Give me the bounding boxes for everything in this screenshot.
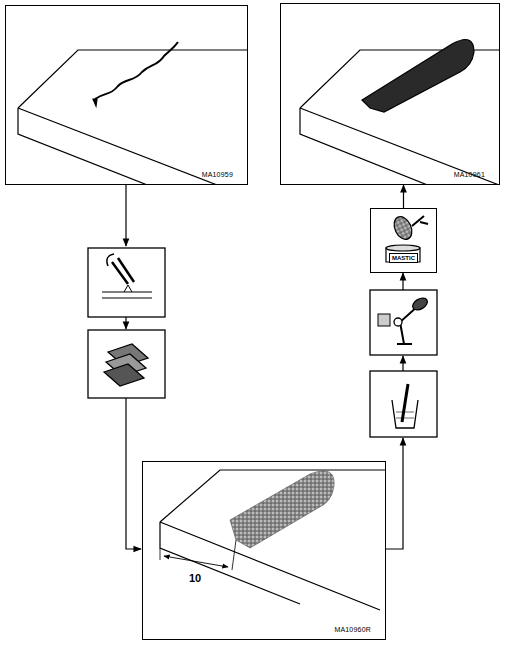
figure-frame: MA10960R xyxy=(142,461,386,640)
step-icon: MASTIC xyxy=(370,208,437,273)
dimension-value: 10 xyxy=(188,572,202,584)
figure-frame: MA10961 xyxy=(280,3,500,185)
figure-frame: MA10959 xyxy=(5,5,248,185)
figure-code: MA10960R xyxy=(334,626,371,633)
slab xyxy=(18,42,248,185)
mastic-icon xyxy=(386,214,428,262)
dimension-label: 10 xyxy=(188,568,202,586)
figure-code: MA10959 xyxy=(202,171,233,178)
figure-code: MA10961 xyxy=(454,171,485,178)
slab xyxy=(160,470,386,610)
step-icon xyxy=(88,248,437,437)
flow-arrow xyxy=(403,185,404,208)
product-label: MASTIC xyxy=(389,253,418,263)
slab xyxy=(300,40,500,186)
flow-arrow xyxy=(126,185,403,549)
